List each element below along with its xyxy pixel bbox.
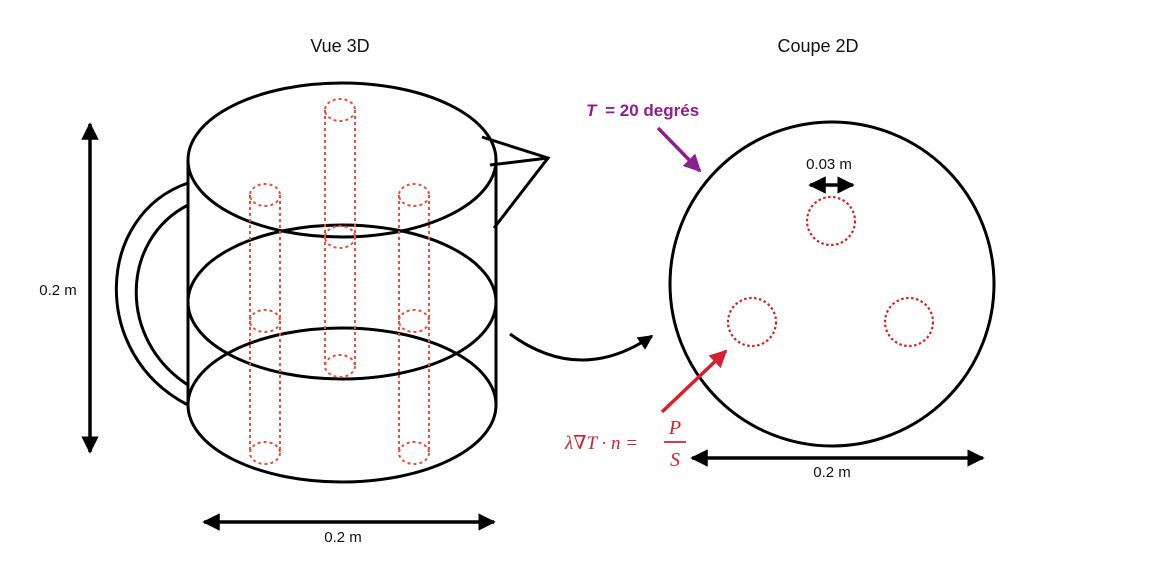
section-outer-circle xyxy=(668,120,996,448)
temperature-arrow xyxy=(656,126,702,173)
section-transition-arrow xyxy=(509,332,654,362)
width-2d-dimension-label: 0.2 m xyxy=(813,464,851,481)
kettle-middle-ellipse xyxy=(186,223,498,381)
height-dimension-label: 0.2 m xyxy=(39,282,77,299)
heater-rod-center xyxy=(324,98,356,378)
kettle-handle-inner xyxy=(134,203,189,387)
section-hole-top xyxy=(805,195,857,247)
heater-rod-left xyxy=(249,183,281,465)
section-holes xyxy=(726,195,935,348)
flux-arrow xyxy=(660,349,728,414)
temperature-condition: T = 20 degrés xyxy=(586,101,699,120)
temperature-value: = 20 degrés xyxy=(605,101,699,120)
hole-diameter-label: 0.03 m xyxy=(806,156,852,173)
title-2d-section: Coupe 2D xyxy=(777,36,858,56)
kettle-handle-outer xyxy=(114,181,189,407)
kettle-bottom-ellipse xyxy=(186,326,498,484)
temperature-symbol: T xyxy=(586,101,598,120)
title-3d-view: Vue 3D xyxy=(310,36,369,56)
section-hole-right xyxy=(883,296,935,348)
flux-numerator: P xyxy=(668,417,681,439)
heater-rods xyxy=(249,98,430,465)
section-hole-left xyxy=(726,296,778,348)
kettle-3d xyxy=(114,81,551,484)
width-3d-dimension-label: 0.2 m xyxy=(324,529,362,546)
kettle-top-ellipse xyxy=(186,81,498,239)
kettle-spout xyxy=(481,135,551,229)
flux-denominator: S xyxy=(670,449,680,471)
heater-rod-right xyxy=(398,183,430,465)
flux-formula-lhs: λ∇T · n = xyxy=(564,433,638,454)
